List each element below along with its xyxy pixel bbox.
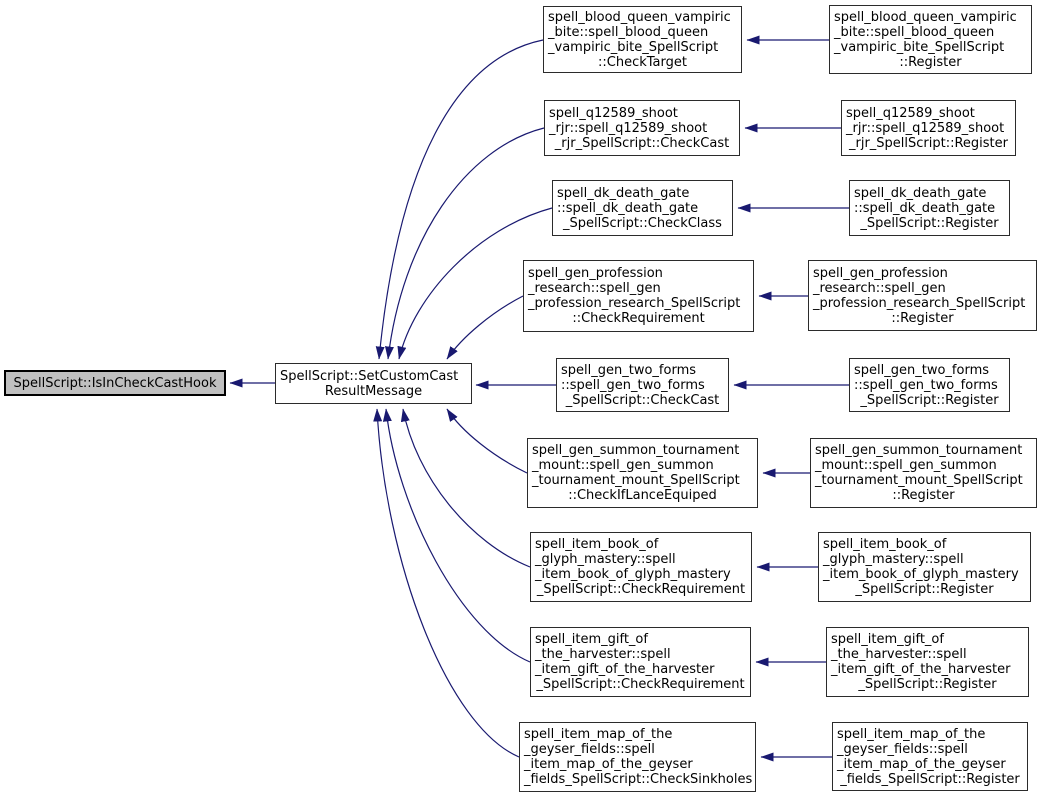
node-label-body: spell_blood_queen_vampiric _bite::spell_… bbox=[834, 9, 1017, 55]
node-two-forms-register[interactable]: spell_gen_two_forms ::spell_gen_two_form… bbox=[849, 358, 1010, 412]
node-label-body: spell_gen_summon_tournament _mount::spel… bbox=[815, 443, 1023, 488]
node-dk-death-gate-register[interactable]: spell_dk_death_gate ::spell_dk_death_gat… bbox=[849, 180, 1010, 236]
node-setcustomcastresultmessage[interactable]: SpellScript::SetCustomCast ResultMessage bbox=[275, 363, 472, 404]
node-blood-queen-register[interactable]: spell_blood_queen_vampiric _bite::spell_… bbox=[829, 5, 1032, 74]
node-label-body: spell_gen_profession _research::spell_ge… bbox=[813, 265, 1026, 311]
node-profession-research-register[interactable]: spell_gen_profession _research::spell_ge… bbox=[808, 260, 1037, 331]
node-label-tail: _rjr_SpellScript::Register bbox=[848, 135, 1008, 151]
node-label-body: spell_dk_death_gate ::spell_dk_death_gat… bbox=[854, 185, 996, 216]
node-label-body: spell_item_map_of_the _geyser_fields::sp… bbox=[524, 727, 693, 772]
node-label-body: spell_item_map_of_the _geyser_fields::sp… bbox=[837, 726, 1006, 772]
edge-blood-queen-to-mid bbox=[375, 39, 544, 360]
edge-profession-to-mid bbox=[446, 295, 524, 360]
node-gift-of-harvester-register[interactable]: spell_item_gift_of _the_harvester::spell… bbox=[826, 627, 1029, 697]
node-book-of-glyph-register[interactable]: spell_item_book_of _glyph_mastery::spell… bbox=[818, 532, 1031, 602]
node-isincheckcasthook[interactable]: SpellScript::IsInCheckCastHook bbox=[4, 370, 226, 396]
node-label-body: spell_gen_summon_tournament _mount::spel… bbox=[532, 443, 740, 488]
node-label-tail: ::CheckRequirement bbox=[572, 311, 705, 326]
edge-map-of-geyser-to-mid bbox=[373, 408, 520, 758]
node-label-tail: ResultMessage bbox=[324, 383, 423, 399]
node-book-of-glyph-checkrequirement[interactable]: spell_item_book_of _glyph_mastery::spell… bbox=[530, 532, 752, 602]
edge-book-of-glyph-to-mid bbox=[400, 408, 531, 568]
node-q12589-checkcast[interactable]: spell_q12589_shoot _rjr::spell_q12589_sh… bbox=[544, 100, 740, 156]
node-label-tail: _SpellScript::CheckClass bbox=[563, 215, 722, 231]
node-label-tail: _SpellScript::Register bbox=[860, 215, 999, 231]
node-label-tail: SpellScript::IsInCheckCastHook bbox=[13, 375, 217, 391]
node-label-tail: _rjr_SpellScript::CheckCast bbox=[554, 135, 730, 151]
node-map-of-geyser-register[interactable]: spell_item_map_of_the _geyser_fields::sp… bbox=[832, 722, 1028, 791]
node-label-tail: _SpellScript::Register bbox=[858, 677, 997, 692]
node-label-body: SpellScript::SetCustomCast bbox=[280, 368, 459, 384]
node-summon-tournament-checkiflanceequiped[interactable]: spell_gen_summon_tournament _mount::spel… bbox=[527, 438, 758, 508]
node-label-tail: _SpellScript::CheckRequirement bbox=[536, 582, 746, 597]
node-label-tail: ::Register bbox=[899, 54, 962, 70]
edge-q12589-to-mid bbox=[384, 127, 545, 360]
node-label-tail: ::Register bbox=[891, 310, 954, 326]
node-label-body: spell_gen_two_forms ::spell_gen_two_form… bbox=[854, 362, 998, 393]
node-map-of-geyser-checksinkholes[interactable]: spell_item_map_of_the _geyser_fields::sp… bbox=[519, 722, 756, 792]
node-q12589-register[interactable]: spell_q12589_shoot _rjr::spell_q12589_sh… bbox=[841, 100, 1016, 156]
node-two-forms-checkcast[interactable]: spell_gen_two_forms ::spell_gen_two_form… bbox=[556, 358, 729, 412]
node-label-body: spell_dk_death_gate ::spell_dk_death_gat… bbox=[557, 185, 699, 216]
node-label-tail: _fields_SpellScript::CheckSinkholes bbox=[524, 772, 753, 787]
edge-dk-death-gate-to-mid bbox=[397, 207, 553, 360]
node-label-body: spell_q12589_shoot _rjr::spell_q12589_sh… bbox=[846, 105, 1005, 136]
edge-gift-of-harvester-to-mid bbox=[382, 408, 531, 663]
node-label-body: spell_item_book_of _glyph_mastery::spell… bbox=[535, 537, 731, 582]
edge-summon-tournament-to-mid bbox=[446, 408, 528, 474]
node-summon-tournament-register[interactable]: spell_gen_summon_tournament _mount::spel… bbox=[810, 438, 1037, 508]
node-label-tail: _fields_SpellScript::Register bbox=[840, 771, 1020, 787]
node-label-tail: _SpellScript::CheckCast bbox=[565, 392, 720, 408]
node-dk-death-gate-checkclass[interactable]: spell_dk_death_gate ::spell_dk_death_gat… bbox=[552, 180, 733, 236]
node-label-body: spell_q12589_shoot _rjr::spell_q12589_sh… bbox=[549, 105, 708, 136]
node-label-tail: ::Register bbox=[892, 488, 955, 503]
node-label-body: spell_item_gift_of _the_harvester::spell… bbox=[535, 632, 715, 677]
node-gift-of-harvester-checkrequirement[interactable]: spell_item_gift_of _the_harvester::spell… bbox=[530, 627, 751, 697]
node-blood-queen-checktarget[interactable]: spell_blood_queen_vampiric _bite::spell_… bbox=[543, 6, 742, 73]
node-label-body: spell_gen_two_forms ::spell_gen_two_form… bbox=[561, 362, 705, 393]
node-label-tail: ::CheckTarget bbox=[598, 54, 687, 70]
node-label-body: spell_blood_queen_vampiric _bite::spell_… bbox=[548, 9, 731, 55]
node-label-tail: _SpellScript::Register bbox=[860, 392, 999, 408]
node-label-tail: ::CheckIfLanceEquiped bbox=[568, 488, 717, 503]
node-label-tail: _SpellScript::CheckRequirement bbox=[536, 677, 745, 692]
node-label-body: spell_item_book_of _glyph_mastery::spell… bbox=[823, 537, 1019, 582]
node-profession-research-checkrequirement[interactable]: spell_gen_profession _research::spell_ge… bbox=[523, 260, 754, 332]
node-label-body: spell_item_gift_of _the_harvester::spell… bbox=[831, 632, 1011, 677]
node-label-tail: _SpellScript::Register bbox=[855, 582, 994, 597]
node-label-body: spell_gen_profession _research::spell_ge… bbox=[528, 266, 741, 311]
